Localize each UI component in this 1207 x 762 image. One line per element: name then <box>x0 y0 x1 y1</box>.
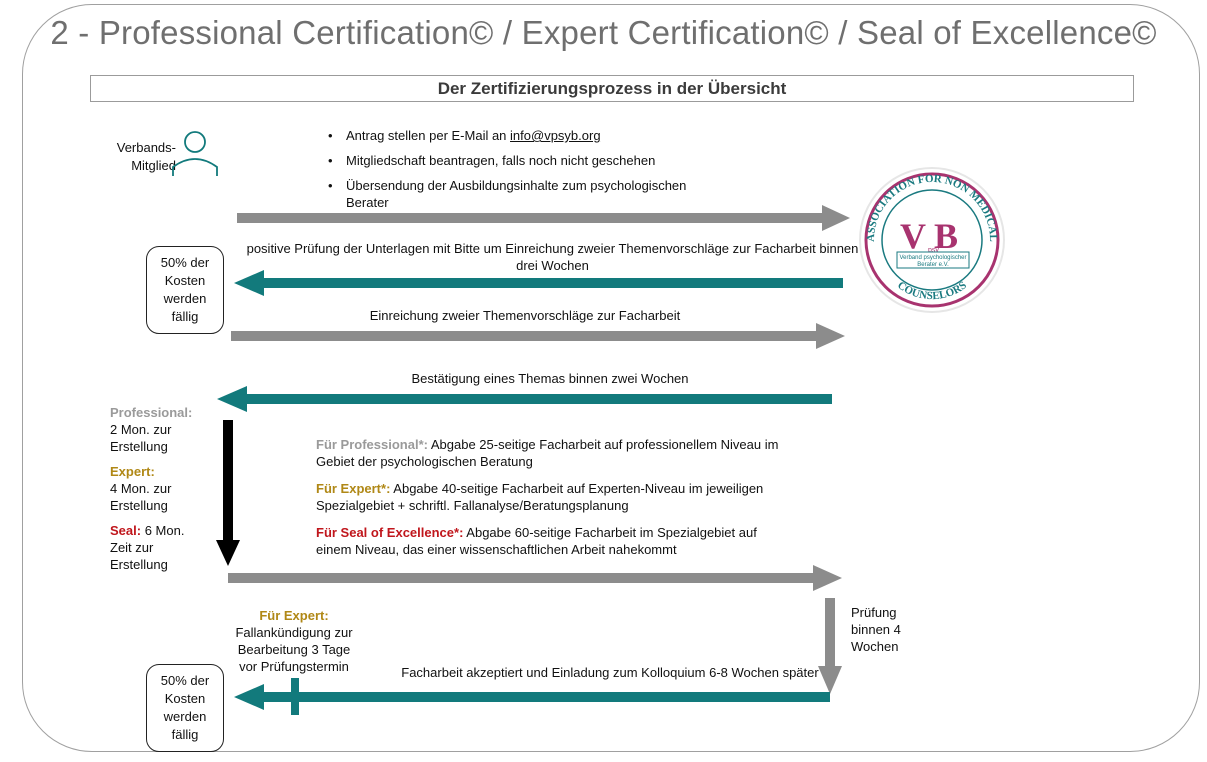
duration-professional-text: 2 Mon. zur Erstellung <box>110 422 172 454</box>
requirement-expert: Für Expert*: Abgabe 40-seitige Facharbei… <box>316 481 764 513</box>
arrow-application <box>237 205 850 231</box>
subtitle-box: Der Zertifizierungsprozess in der Übersi… <box>90 75 1134 102</box>
arrow-submit-topics <box>231 323 845 349</box>
arrow-writing-time <box>216 420 240 566</box>
requirement-expert-label: Für Expert*: <box>316 481 391 496</box>
requirement-professional-label: Für Professional*: <box>316 437 428 452</box>
cost-box-first: 50% der Kosten werden fällig <box>146 246 224 334</box>
cost-box-second-text: 50% der Kosten werden fällig <box>160 673 210 742</box>
email-link[interactable]: info@vpsyb.org <box>510 128 601 143</box>
arrow-submit-thesis <box>228 565 842 591</box>
arrow-accepted-marker <box>291 678 299 715</box>
arrow-accepted <box>234 678 830 715</box>
arrow-exam <box>818 598 842 694</box>
intro-bullets: Antrag stellen per E-Mail an info@vpsyb.… <box>326 127 746 219</box>
bullet-content: Übersendung der Ausbildungsinhalte zum p… <box>326 177 716 211</box>
label-submit-topics: Einreichung zweier Themenvorschläge zur … <box>369 308 681 323</box>
expert-note-text: Fallankündigung zur Bearbeitung 3 Tage v… <box>235 625 353 674</box>
duration-seal: Seal: 6 Mon. Zeit zur Erstellung <box>110 522 202 573</box>
duration-seal-text: 6 Mon. Zeit zur Erstellung <box>110 523 185 572</box>
expert-note-label: Für Expert: <box>259 608 329 623</box>
durations: Professional: 2 Mon. zur Erstellung Expe… <box>110 404 210 573</box>
arrow-review <box>234 270 843 296</box>
label-exam: Prüfung binnen 4 Wochen <box>851 605 901 654</box>
label-accepted: Facharbeit akzeptiert und Einladung zum … <box>401 665 819 680</box>
requirement-professional: Für Professional*: Abgabe 25-seitige Fac… <box>316 437 779 469</box>
member-label: Verbands- Mitglied <box>116 140 176 173</box>
duration-expert-text: 4 Mon. zur Erstellung <box>110 481 172 513</box>
requirements: Für Professional*: Abgabe 25-seitige Fac… <box>316 436 786 558</box>
expert-note: Für Expert: Fallankündigung zur Bearbeit… <box>228 607 360 675</box>
bullet-application: Antrag stellen per E-Mail an info@vpsyb.… <box>326 127 746 144</box>
requirement-seal-label: Für Seal of Excellence*: <box>316 525 464 540</box>
requirement-seal: Für Seal of Excellence*: Abgabe 60-seiti… <box>316 525 757 557</box>
label-review: positive Prüfung der Unterlagen mit Bitt… <box>246 241 859 273</box>
cost-box-first-text: 50% der Kosten werden fällig <box>160 255 210 324</box>
bullet-membership: Mitgliedschaft beantragen, falls noch ni… <box>326 152 746 169</box>
duration-expert-label: Expert: <box>110 464 155 479</box>
cost-box-second: 50% der Kosten werden fällig <box>146 664 224 752</box>
arrow-confirm-topic <box>217 386 832 412</box>
label-confirm-topic: Bestätigung eines Themas binnen zwei Woc… <box>411 371 689 386</box>
page-title: 2 - Professional Certification© / Expert… <box>50 14 1157 51</box>
duration-seal-label: Seal: <box>110 523 142 538</box>
duration-professional-label: Professional: <box>110 405 193 420</box>
rounded-frame <box>22 4 1200 752</box>
